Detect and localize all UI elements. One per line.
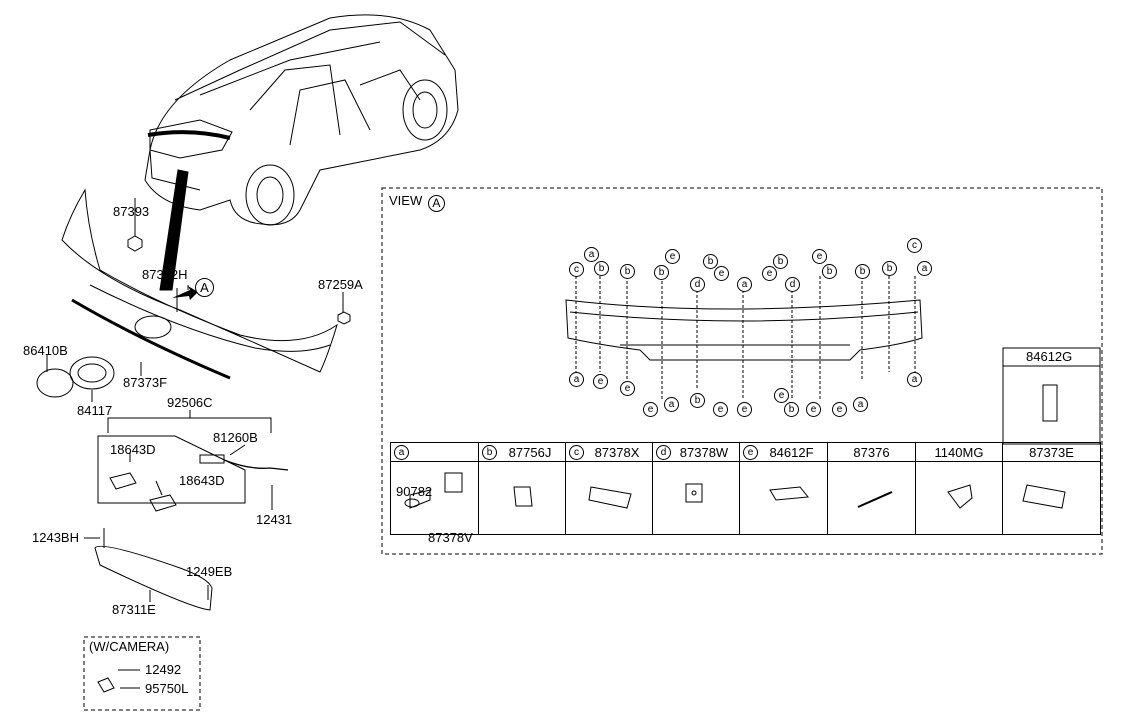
view-a-title-text: VIEW [389,193,423,208]
label-87311E: 87311E [112,602,156,617]
callout-bottom-9: b [784,402,799,417]
callout-bottom-6: b [690,393,705,408]
callout-bottom-3: e [620,381,635,396]
view-a-ref: A [427,195,445,212]
label-12492: 12492 [145,662,182,677]
callout-bottom-8: e [737,402,752,417]
callout-top-11: e [762,266,777,281]
legend-code-e: 84612F [769,444,814,460]
label-87312H: 87312H [142,267,188,282]
legend-code-d: 87378W [679,444,729,460]
callout-top-7: d [690,277,705,292]
legend-header-87373E: 87373E [1002,442,1101,462]
callout-bottom-5: a [664,397,679,412]
callout-top-1: c [569,262,584,277]
legend-cell-1140MG [915,461,1003,535]
callout-top-16: b [855,264,870,279]
legend-code-b: 87756J [508,444,552,460]
label-84612G: 84612G [1026,349,1073,364]
callout-bottom-10: e [774,388,789,403]
legend-cell-d [652,461,740,535]
legend-circle-d: d [656,445,671,460]
legend-circle-a: a [394,445,409,460]
legend-header-87376: 87376 [827,442,916,462]
legend-cell-87373E [1002,461,1101,535]
callout-bottom-13: e [832,402,847,417]
label-87378V: 87378V [428,530,473,545]
callout-bottom-14: a [907,372,922,387]
legend-header-b: b 87756J [478,442,566,462]
callout-top-3: b [594,261,609,276]
callout-top-8: b [703,254,718,269]
legend-circle-e: e [743,445,758,460]
callout-bottom-12: a [853,397,868,412]
label-95750L: 95750L [145,681,189,696]
legend-header-c: c 87378X [565,442,653,462]
legend-circle-c: c [569,445,584,460]
callout-top-4: b [620,264,635,279]
callout-top-14: e [812,249,827,264]
callout-top-2: a [584,247,599,262]
tailgate-garnish [61,188,338,380]
callout-top-18: c [907,238,922,253]
label-81260B: 81260B [213,430,258,445]
callout-top-13: d [785,277,800,292]
callout-top-17: b [882,261,897,276]
legend-cell-b [478,461,566,535]
label-86410B: 86410B [23,343,68,358]
label-90782: 90782 [396,484,433,499]
arrow-a-callout: A [195,278,214,297]
label-1249EB: 1249EB [186,564,233,579]
legend-circle-b: b [482,445,497,460]
callout-top-19: a [917,261,932,276]
view-a-garnish [565,299,923,361]
label-92506C: 92506C [167,395,213,410]
callout-bottom-7: e [713,402,728,417]
callout-bottom-11: e [806,402,821,417]
callout-top-10: a [737,277,752,292]
label-87373F: 87373F [123,375,168,390]
legend-cell-e [739,461,828,535]
callout-bottom-2: e [593,374,608,389]
view-a-title: VIEW A [389,193,445,212]
label-18643D-lower: 18643D [179,473,225,488]
label-87259A: 87259A [318,277,363,292]
label-1243BH: 1243BH [32,530,79,545]
legend-cell-c [565,461,653,535]
callout-top-5: b [654,265,669,280]
legend-header-e: e 84612F [739,442,828,462]
callout-bottom-4: e [643,402,658,417]
callout-top-9: e [714,266,729,281]
label-18643D-upper: 18643D [110,442,156,457]
label-12431: 12431 [256,512,293,527]
label-87393: 87393 [113,204,150,219]
label-84117: 84117 [77,403,113,418]
callout-top-6: e [665,249,680,264]
callout-top-12: b [773,254,788,269]
legend-header-d: d 87378W [652,442,740,462]
legend-header-a: a [390,442,479,462]
legend-code-c: 87378X [594,444,640,460]
vehicle-illustration [144,14,459,226]
legend-cell-87376 [827,461,916,535]
callout-bottom-1: a [569,372,584,387]
legend-header-1140MG: 1140MG [915,442,1003,462]
callout-top-15: b [822,264,837,279]
legend-cell-a: 90782 87378V [390,461,479,545]
camera-box-title: (W/CAMERA) [89,639,170,654]
